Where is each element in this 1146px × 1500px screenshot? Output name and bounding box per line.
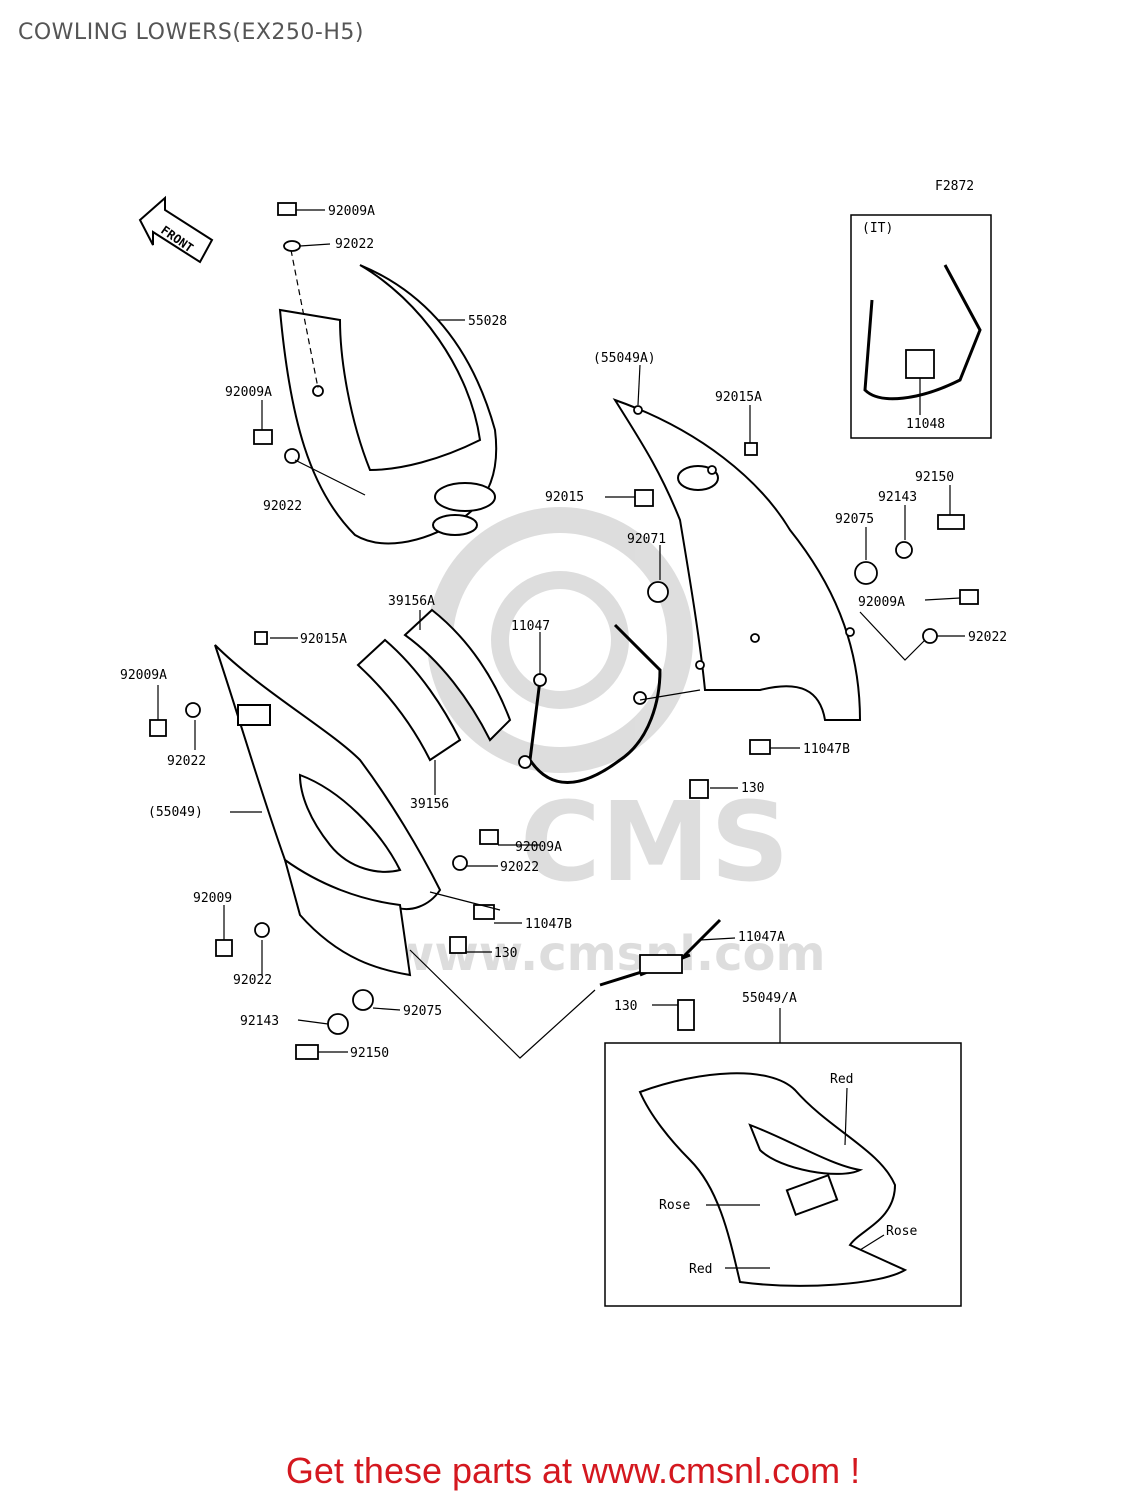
right-cowl-55049a	[612, 398, 862, 721]
inset-it-label: (IT)	[862, 221, 893, 236]
bracket-11047a	[599, 918, 722, 987]
callout-label: 92022	[233, 973, 272, 988]
callout-label: 92009	[193, 891, 232, 906]
callout-label: (55049)	[148, 805, 203, 820]
callout-label: 11047A	[738, 930, 785, 945]
callout-label: 92022	[500, 860, 539, 875]
callout-label: 55049/A	[742, 991, 797, 1006]
callout-label: 130	[614, 999, 637, 1014]
inset-it-part: 11048	[906, 417, 945, 432]
callout-label: 92015A	[715, 390, 762, 405]
callout-label: 11047B	[525, 917, 572, 932]
inset-color-label-rose-left: Rose	[659, 1198, 690, 1213]
callout-label: 39156	[410, 797, 449, 812]
page-title: COWLING LOWERS(EX250-H5)	[18, 20, 364, 45]
callout-label: 92075	[835, 512, 874, 527]
inset-it: (IT) 11048	[850, 214, 992, 439]
callout-label: 92009A	[858, 595, 905, 610]
callout-label: 92022	[335, 237, 374, 252]
callout-label: 92022	[968, 630, 1007, 645]
inset-color-label-red-bottom: Red	[689, 1262, 712, 1277]
parts-diagram: CMS www.cmsnl.com F2872 FRONT	[120, 179, 1007, 1307]
callout-label: 11047	[511, 619, 550, 634]
callout-label: 92143	[878, 490, 917, 505]
callout-label: 92075	[403, 1004, 442, 1019]
figure-code: F2872	[935, 179, 974, 194]
callout-label: 130	[741, 781, 764, 796]
left-cowl-55049	[214, 644, 442, 977]
heat-plates	[356, 608, 512, 762]
callout-label: 55028	[468, 314, 507, 329]
callout-label: 92022	[263, 499, 302, 514]
callout-labels: 92009A 92022 55028 92009A 92022 (55049A)…	[120, 204, 1007, 1061]
callout-label: 92143	[240, 1014, 279, 1029]
bracket-11047	[518, 623, 662, 784]
callout-label: 92009A	[328, 204, 375, 219]
upper-cowl	[278, 249, 498, 545]
watermark-url: www.cmsnl.com	[390, 926, 826, 982]
leader-lines	[157, 209, 965, 1059]
callout-label: 130	[494, 946, 517, 961]
callout-label: 92150	[350, 1046, 389, 1061]
callout-label: 92009A	[225, 385, 272, 400]
watermark-brand: CMS	[520, 778, 789, 906]
footer-cta-link[interactable]: Get these parts at www.cmsnl.com !	[285, 1450, 861, 1491]
callout-label: (55049A)	[593, 351, 656, 366]
callout-label: 39156A	[388, 594, 435, 609]
callout-label: 11047B	[803, 742, 850, 757]
hardware	[149, 202, 979, 1060]
callout-label: 92009A	[120, 668, 167, 683]
inset-color: Red Rose Rose Red	[604, 1042, 962, 1307]
callout-label: 92015	[545, 490, 584, 505]
callout-label: 92015A	[300, 632, 347, 647]
inset-color-label-red-top: Red	[830, 1072, 853, 1087]
front-arrow-icon: FRONT	[138, 195, 214, 264]
callout-label: 92071	[627, 532, 666, 547]
callout-label: 92150	[915, 470, 954, 485]
callout-label: 92022	[167, 754, 206, 769]
callout-label: 92009A	[515, 840, 562, 855]
inset-color-label-rose-right: Rose	[886, 1224, 917, 1239]
